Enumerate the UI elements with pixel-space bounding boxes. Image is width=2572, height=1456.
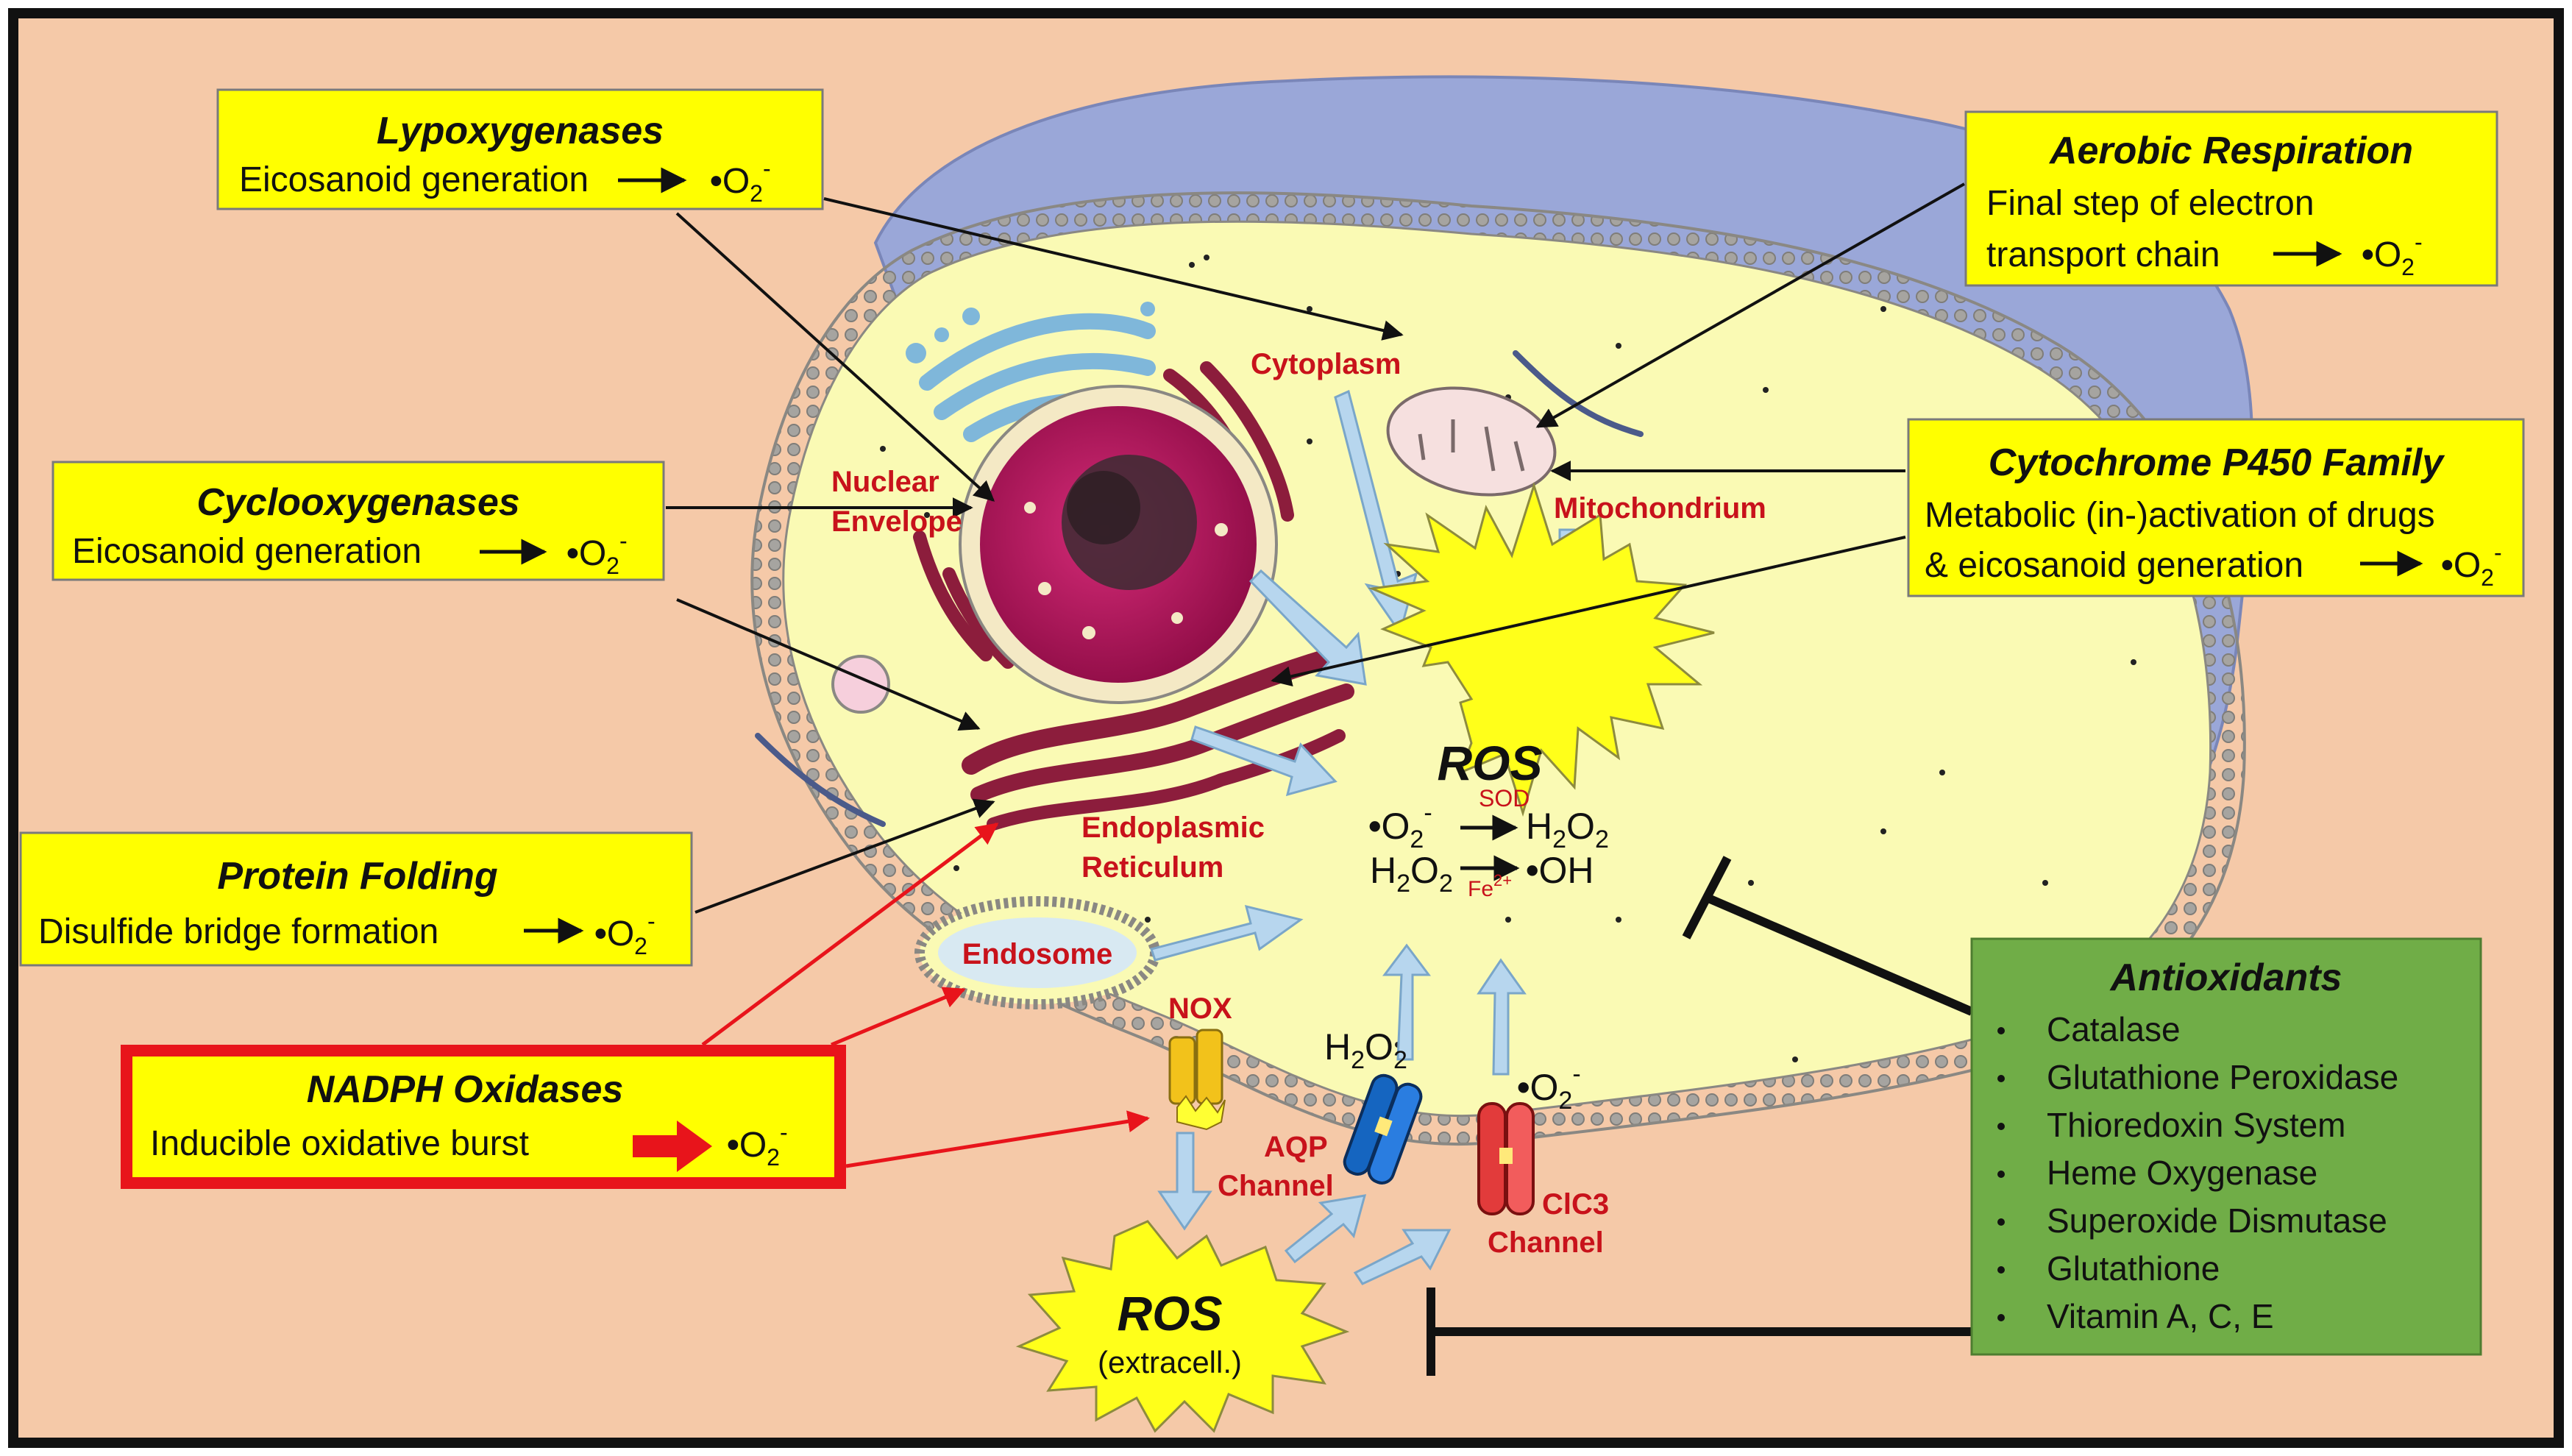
aerobic-respiration-title: Aerobic Respiration xyxy=(2048,129,2413,172)
ros-intracellular-text: ROS SOD •O2- H2O2 H2O2 Fe2+ •OH xyxy=(1368,736,1609,901)
nadph-oxidases-product: O xyxy=(739,1126,767,1165)
cytochrome-p450-box: Cytochrome P450 Family Metabolic (in-)ac… xyxy=(1907,418,2525,597)
aerobic-respiration-box: Aerobic Respiration Final step of electr… xyxy=(1964,110,2498,287)
svg-text:& eicosanoid generation: & eicosanoid generation xyxy=(1925,546,2303,585)
label-h2o2-membrane: H2O2 xyxy=(1324,1026,1407,1074)
label-mitochondrium: Mitochondrium xyxy=(1554,492,1766,525)
label-envelope: Envelope xyxy=(831,505,962,538)
label-nox: NOX xyxy=(1168,992,1232,1025)
svg-text:Disulfide bridge formation: Disulfide bridge formation xyxy=(38,912,438,951)
antioxidant-item: Glutathione xyxy=(2047,1249,2220,1288)
antioxidant-bullet xyxy=(1997,1314,2005,1321)
svg-text:•OH: •OH xyxy=(1526,850,1594,891)
mitochondrion xyxy=(1386,386,1557,497)
svg-text:Eicosanoid generation: Eicosanoid generation xyxy=(239,160,589,199)
cyclooxygenases-title: Cyclooxygenases xyxy=(196,481,519,524)
svg-text:•O2-: •O2- xyxy=(566,528,628,579)
antioxidant-item: Superoxide Dismutase xyxy=(2047,1201,2387,1240)
aqp-channel xyxy=(1343,1073,1423,1185)
fe-label: Fe2+ xyxy=(1468,871,1512,901)
vesicle xyxy=(831,655,890,714)
protein-folding-body: Disulfide bridge formation xyxy=(38,912,438,951)
clc3-channel xyxy=(1477,1102,1535,1215)
aerobic-respiration-line1: Final step of electron xyxy=(1986,184,2315,223)
ros-intracellular-title: ROS xyxy=(1437,736,1542,790)
protein-folding-title: Protein Folding xyxy=(217,855,497,898)
svg-text:transport chain: transport chain xyxy=(1986,235,2220,274)
antioxidant-bullet xyxy=(1997,1123,2005,1130)
cytochrome-p450-title: Cytochrome P450 Family xyxy=(1989,441,2446,484)
cyclooxygenases-product: O xyxy=(579,534,606,573)
ros-extracellular-burst xyxy=(1015,1220,1350,1433)
svg-text:Inducible oxidative burst: Inducible oxidative burst xyxy=(150,1124,529,1163)
antioxidant-bullet xyxy=(1997,1075,2005,1082)
antioxidant-item: Glutathione Peroxidase xyxy=(2047,1058,2398,1096)
label-cytoplasm: Cytoplasm xyxy=(1251,348,1402,380)
svg-text:Eicosanoid generation: Eicosanoid generation xyxy=(72,532,422,571)
antioxidant-bullet xyxy=(1997,1027,2005,1034)
lypoxygenases-body: Eicosanoid generation xyxy=(239,160,589,199)
antioxidant-item: Vitamin A, C, E xyxy=(2047,1297,2274,1335)
black-arrows xyxy=(666,182,1965,914)
antioxidant-item: Heme Oxygenase xyxy=(2047,1154,2317,1192)
svg-text:•O2-: •O2- xyxy=(2441,539,2502,591)
antioxidant-item: Thioredoxin System xyxy=(2047,1106,2346,1144)
sod-label: SOD xyxy=(1479,785,1530,812)
ros-equation-1: •O2- xyxy=(1368,799,1432,853)
cyclooxygenases-body: Eicosanoid generation xyxy=(72,532,422,571)
cytochrome-p450-product: O xyxy=(2454,546,2481,585)
nadph-oxidases-box: NADPH Oxidases Inducible oxidative burst… xyxy=(121,1045,846,1189)
golgi-vesicles xyxy=(906,302,1155,363)
nucleus xyxy=(959,385,1278,704)
label-clc3-channel: Channel xyxy=(1488,1226,1604,1259)
ros-intracellular-burst xyxy=(1368,481,1715,817)
svg-text:•O2-: •O2- xyxy=(2362,229,2423,280)
nox-complex xyxy=(1168,1029,1226,1131)
svg-text:H2O2: H2O2 xyxy=(1526,806,1609,853)
label-clc3: ClC3 xyxy=(1542,1188,1609,1221)
nadph-red-arrow xyxy=(633,1121,712,1172)
organelle-labels: Cytoplasm Nuclear Envelope Mitochondrium… xyxy=(831,348,1766,1259)
label-o2-membrane: •O2- xyxy=(1517,1060,1581,1115)
ros-extracellular-subtitle: (extracell.) xyxy=(1098,1345,1242,1379)
protein-folding-box: Protein Folding Disulfide bridge formati… xyxy=(19,831,693,967)
antioxidant-item: Catalase xyxy=(2047,1010,2181,1048)
protein-folding-product: O xyxy=(607,915,634,953)
ros-equation-2: H2O2 xyxy=(1370,850,1453,898)
aerobic-respiration-product: O xyxy=(2374,235,2401,274)
antioxidant-bullet xyxy=(1997,1171,2005,1178)
label-reticulum: Reticulum xyxy=(1081,851,1223,884)
aerobic-respiration-line2: transport chain xyxy=(1986,235,2220,274)
label-aqp-channel: Channel xyxy=(1218,1170,1334,1202)
cyclooxygenases-box: Cyclooxygenases Eicosanoid generation •O… xyxy=(51,461,665,581)
cytochrome-p450-line1: Metabolic (in-)activation of drugs xyxy=(1925,496,2435,535)
svg-text:•O2-: •O2- xyxy=(727,1119,788,1171)
nadph-oxidases-body: Inducible oxidative burst xyxy=(150,1124,529,1163)
svg-text:•O2-: •O2- xyxy=(710,155,771,207)
antioxidants-title: Antioxidants xyxy=(2109,956,2342,999)
antioxidant-inhibition xyxy=(1427,856,1974,1376)
lypoxygenases-product: O xyxy=(722,162,750,201)
label-nuclear: Nuclear xyxy=(831,466,939,498)
cytochrome-p450-line2: & eicosanoid generation xyxy=(1925,546,2303,585)
lypoxygenases-box: Lypoxygenases Eicosanoid generation •O2- xyxy=(216,88,824,210)
red-nox-arrows xyxy=(701,823,1150,1168)
antioxidant-bullet xyxy=(1997,1266,2005,1274)
svg-text:•O2-: •O2- xyxy=(594,908,656,959)
nadph-oxidases-title: NADPH Oxidases xyxy=(307,1068,624,1111)
label-aqp: AQP xyxy=(1264,1131,1328,1163)
cytoskeleton-fiber xyxy=(755,733,886,827)
antioxidant-bullet xyxy=(1997,1218,2005,1226)
ros-extracellular-title: ROS xyxy=(1117,1286,1222,1340)
label-endosome: Endosome xyxy=(962,938,1112,970)
label-endoplasmic: Endoplasmic xyxy=(1081,812,1265,844)
lypoxygenases-title: Lypoxygenases xyxy=(377,110,664,152)
